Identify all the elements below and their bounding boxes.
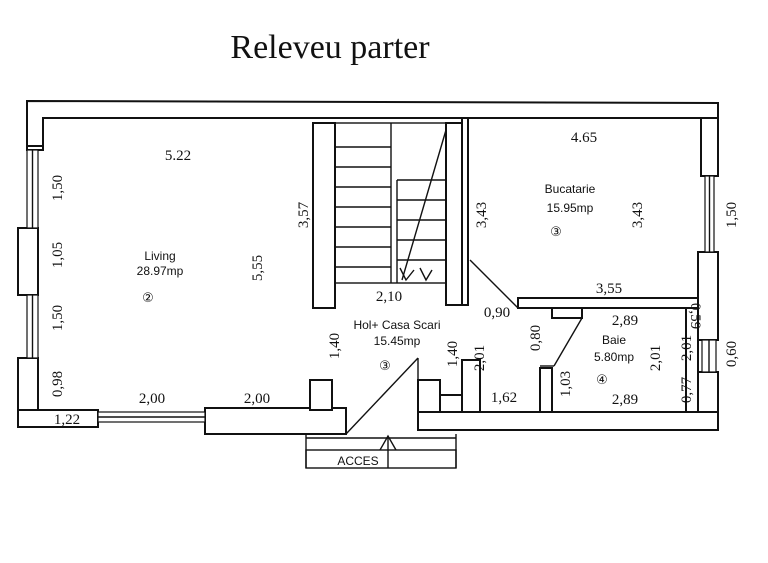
dim-living-left-4: 0,98 — [50, 371, 66, 397]
staircase — [334, 122, 447, 284]
entrance-step: ACCES — [305, 434, 457, 469]
dim-bath-door: 0,80 — [528, 325, 544, 351]
dim-kitchen-top: 4.65 — [571, 130, 597, 146]
dim-hall-2: 1,40 — [445, 341, 461, 367]
room-area-bath: 5.80mp — [594, 350, 634, 364]
plan-title: Releveu parter — [230, 29, 430, 66]
room-name-bath: Baie — [602, 333, 626, 347]
bottom-wall-right — [417, 411, 719, 431]
dim-kitchen-right: 3,43 — [630, 202, 646, 228]
hall-pier-1 — [417, 379, 441, 413]
dim-right-b: 2,01 — [679, 335, 695, 361]
left-wall-top — [26, 145, 44, 151]
dim-right-c: 0,59 — [687, 303, 703, 329]
room-mark-bath: ④ — [596, 373, 608, 388]
bath-top-stub — [551, 307, 583, 319]
entrance-label: ACCES — [337, 454, 378, 468]
doors — [345, 259, 583, 435]
dim-stair-width: 2,10 — [376, 289, 402, 305]
left-wall-bottom — [17, 357, 39, 411]
dim-living-left-2: 1,05 — [50, 242, 66, 268]
room-mark-kitchen: ③ — [550, 225, 562, 240]
dim-bath-left: 1,03 — [558, 371, 574, 397]
dim-kitchen-left: 3,43 — [474, 202, 490, 228]
bath-left-wall — [539, 367, 553, 413]
dim-hall-3: 2,01 — [472, 345, 488, 371]
kitchen-bottom-wall — [517, 297, 699, 309]
entrance-pier-left — [309, 379, 333, 411]
outer-walls — [17, 99, 719, 435]
dim-right-a: 0,77 — [679, 376, 695, 403]
bottom-wall-middle — [204, 407, 347, 435]
dim-bottom-2: 2,00 — [244, 391, 270, 407]
room-mark-hall: ③ — [379, 359, 391, 374]
room-name-kitchen: Bucatarie — [545, 182, 596, 196]
dimension-labels: 5.22 1,50 1,05 1,50 0,98 5,55 3,57 2,00 … — [50, 130, 740, 428]
room-name-hall: Hol+ Casa Scari — [353, 318, 440, 332]
windows — [26, 149, 717, 423]
dim-bath-top: 2,89 — [612, 313, 638, 329]
dim-kitchen-window: 1,50 — [724, 202, 740, 228]
left-wall-pier — [17, 227, 39, 296]
room-area-living: 28.97mp — [137, 264, 184, 278]
hall-right-wall — [461, 359, 481, 413]
dim-bath-bottom: 2,89 — [612, 392, 638, 408]
dim-corner: 1,22 — [54, 412, 80, 428]
dim-bath-right: 2,01 — [648, 345, 664, 371]
dim-right-d: 0,60 — [724, 341, 740, 367]
dim-hall-1: 1,40 — [327, 333, 343, 359]
dim-stair-wall: 3,57 — [296, 201, 312, 228]
dim-bottom-1: 2,00 — [139, 391, 165, 407]
room-name-living: Living — [144, 249, 175, 263]
stair-right-wall — [445, 122, 463, 306]
dim-living-left-1: 1,50 — [50, 175, 66, 201]
interior-walls — [312, 117, 699, 413]
dim-door-diag: 0,90 — [484, 305, 510, 321]
room-mark-living: ② — [142, 291, 154, 306]
dim-living-top: 5.22 — [165, 148, 191, 164]
bottom-left-corner — [17, 409, 99, 428]
dim-kitchen-bottom: 3,55 — [596, 281, 622, 297]
room-area-kitchen: 15.95mp — [547, 201, 594, 215]
room-labels: Living 28.97mp ② Bucatarie 15.95mp ③ Hol… — [137, 182, 635, 388]
dim-living-left-3: 1,50 — [50, 305, 66, 331]
kitchen-left-wall — [461, 117, 469, 306]
stair-left-wall — [312, 122, 336, 309]
dim-living-depth: 5,55 — [250, 255, 266, 281]
room-area-hall: 15.45mp — [374, 334, 421, 348]
bath-right-wall — [685, 307, 699, 413]
dim-hall-4: 1,62 — [491, 390, 517, 406]
right-wall-upper — [700, 117, 719, 177]
hall-pier-2 — [439, 394, 463, 413]
